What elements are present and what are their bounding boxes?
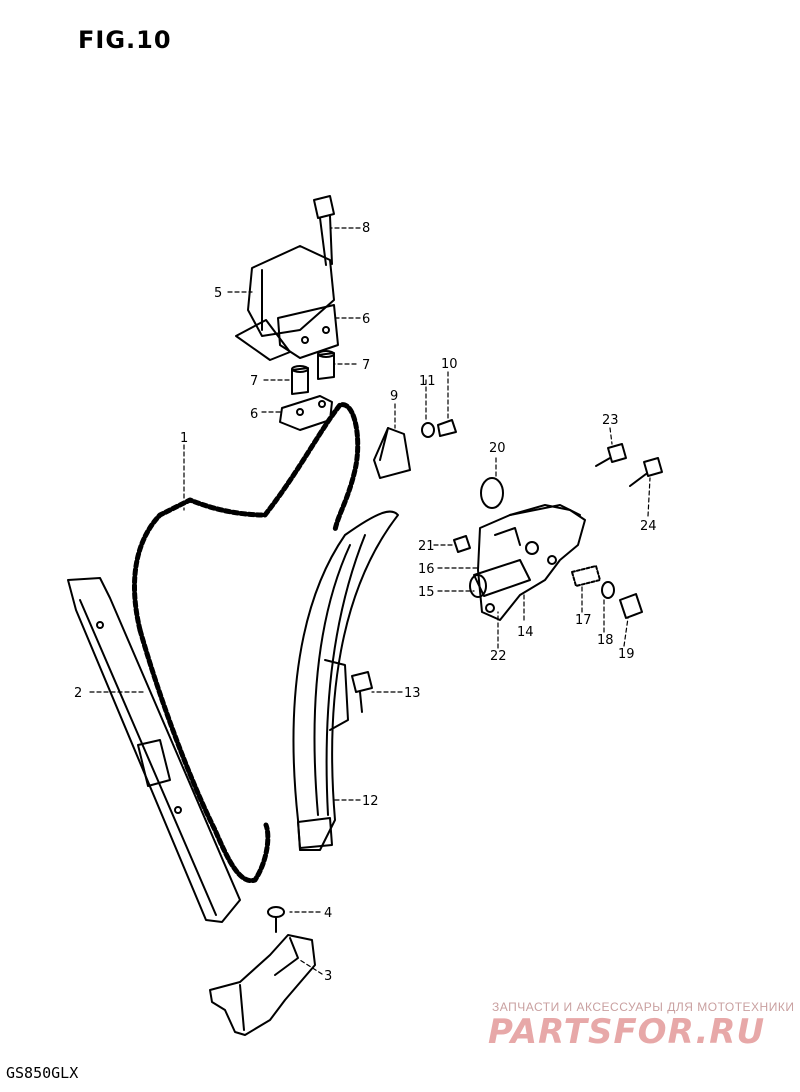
- callout-9: 9: [390, 389, 398, 404]
- figure-title: FIG.10: [78, 26, 172, 54]
- small-bolt-part: [267, 906, 285, 933]
- mounting-bolts-part: [595, 443, 663, 487]
- spring-washer-nut-part: [571, 565, 643, 619]
- callout-6-lower: 6: [250, 407, 258, 422]
- callout-17: 17: [575, 613, 592, 628]
- upper-guide-part: [235, 245, 339, 361]
- callout-10: 10: [441, 357, 458, 372]
- chain-guide-part: [67, 577, 241, 923]
- watermark-logo: PARTSFOR.RU: [488, 1012, 766, 1052]
- cam-chain-part: [132, 402, 361, 884]
- watermark-tagline: ЗАПЧАСТИ И АКСЕССУАРЫ ДЛЯ МОТОТЕХНИКИ: [492, 1000, 795, 1014]
- callout-1: 1: [180, 431, 188, 446]
- callout-21: 21: [418, 539, 435, 554]
- tensioner-guide-part: [292, 510, 399, 851]
- plunger-part: [469, 527, 531, 598]
- callout-13: 13: [404, 686, 421, 701]
- long-bolt-part: [313, 195, 335, 266]
- tensioner-body-part: [477, 504, 586, 621]
- callout-20: 20: [489, 441, 506, 456]
- callout-3: 3: [324, 969, 332, 984]
- callout-7-left: 7: [250, 374, 258, 389]
- model-label: GS850GLX: [6, 1064, 79, 1082]
- bolt-washer-part: [421, 419, 457, 438]
- o-ring-part: [480, 477, 504, 509]
- guide-bolt-part: [351, 671, 373, 713]
- callout-18: 18: [597, 633, 614, 648]
- small-nut-part: [453, 535, 471, 553]
- damper-block-part: [373, 427, 411, 479]
- callout-12: 12: [362, 794, 379, 809]
- leader-lines: [89, 227, 651, 975]
- callout-6-upper: 6: [362, 312, 370, 327]
- callout-7-right: 7: [362, 358, 370, 373]
- lower-guide-part: [209, 934, 316, 1036]
- callout-15: 15: [418, 585, 435, 600]
- callout-4: 4: [324, 906, 332, 921]
- callout-19: 19: [618, 647, 635, 662]
- callout-23: 23: [602, 413, 619, 428]
- callout-5: 5: [214, 286, 222, 301]
- callout-2: 2: [74, 686, 82, 701]
- bracket-plate-part: [279, 395, 333, 431]
- callout-24: 24: [640, 519, 657, 534]
- dowel-pins-part: [291, 350, 335, 395]
- callout-11: 11: [419, 374, 436, 389]
- callout-8: 8: [362, 221, 370, 236]
- callout-14: 14: [517, 625, 534, 640]
- callout-16: 16: [418, 562, 435, 577]
- callout-22: 22: [490, 649, 507, 664]
